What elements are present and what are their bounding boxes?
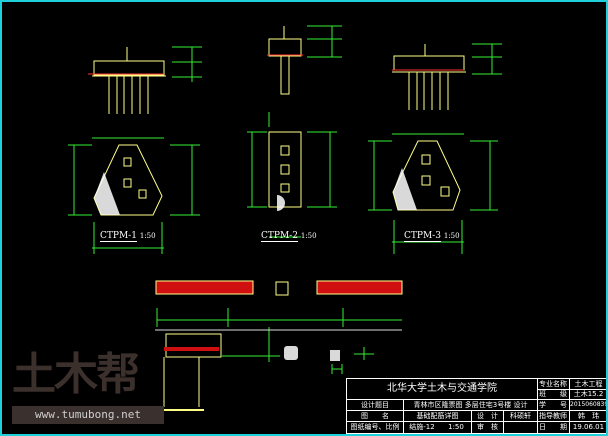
drawing-name-label: 图 名 [361, 412, 389, 420]
watermark-logo: 土木帮 [12, 349, 140, 400]
beam-section [165, 333, 222, 358]
hatch-2 [277, 195, 285, 211]
major-label: 专业名称 [539, 380, 567, 388]
designer-label: 设 计 [477, 412, 498, 420]
hatch-1 [94, 172, 120, 215]
pile-cap-symbol [284, 346, 298, 360]
review-label: 审 核 [477, 423, 498, 431]
advisor-label: 指导教师 [539, 412, 567, 420]
student-no: 2015060839 [570, 401, 608, 408]
class-label: 班 级 [539, 390, 567, 398]
title-block: 北华大学土木与交通学院 设计题目 青林市区隆票图 多层住宅3号楼 设计 图 名 … [346, 378, 608, 434]
dimension-lines [68, 25, 502, 374]
student-no-label: 学 号 [539, 401, 567, 409]
ctpm1-elevation [88, 47, 166, 114]
date-label: 日 期 [539, 423, 567, 431]
designer: 科硕轩 [510, 412, 531, 420]
beam-rebar [155, 280, 403, 351]
design-topic: 青林市区隆票图 多层住宅3号楼 设计 [413, 401, 528, 409]
drawing-no: 结施-12 [409, 423, 435, 431]
major: 土木工程 [574, 380, 603, 388]
drawing-scale: 1:50 [448, 423, 464, 431]
drawing-no-label: 图纸编号、比例 [350, 423, 400, 431]
advisor: 韩 玮 [578, 412, 599, 420]
ctpm2-elevation [268, 38, 302, 57]
design-topic-label: 设计题目 [361, 401, 389, 409]
school-name: 北华大学土木与交通学院 [387, 383, 497, 394]
detail-label-ctpm2: CTPM-2 1:50 [261, 231, 317, 242]
hatch-3 [393, 168, 417, 210]
ctpm2-plan [268, 131, 302, 208]
class: 土木15.2 [573, 390, 604, 398]
drawing-name: 基础配筋详图 [416, 412, 459, 420]
column-symbol [330, 350, 340, 361]
date: 19.06.01 [572, 423, 605, 431]
watermark-url: www.tumubong.net [12, 406, 164, 424]
detail-label-ctpm1: CTPM-1 1:50 [100, 231, 156, 242]
ctpm3-elevation [393, 55, 465, 71]
detail-label-ctpm3: CTPM-3 1:50 [404, 231, 460, 242]
